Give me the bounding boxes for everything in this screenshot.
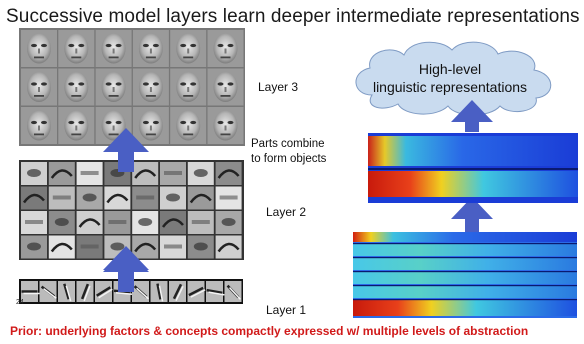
cloud-shape bbox=[355, 41, 552, 116]
cloud-line1: High-level bbox=[418, 61, 482, 77]
cloud-line2: linguistic representations bbox=[372, 79, 528, 95]
layer3-face-grid bbox=[19, 28, 245, 146]
part-tile bbox=[132, 162, 159, 185]
layer2-parts-grid bbox=[19, 160, 244, 260]
up-arrow-icon bbox=[103, 248, 149, 292]
cloud-text: High-level linguistic representations bbox=[360, 60, 540, 96]
part-tile bbox=[48, 162, 75, 185]
part-tile bbox=[187, 186, 214, 210]
part-tile bbox=[160, 211, 186, 234]
up-arrow-icon bbox=[451, 100, 493, 132]
prior-note: Prior: underlying factors & concepts com… bbox=[10, 324, 529, 338]
part-tile bbox=[76, 211, 103, 234]
layer2-label: Layer 2 bbox=[266, 205, 307, 219]
part-tile bbox=[21, 186, 47, 210]
layer1-label: Layer 1 bbox=[266, 303, 307, 317]
part-tile bbox=[215, 162, 242, 185]
part-tile bbox=[48, 235, 75, 259]
up-arrow-icon bbox=[103, 128, 149, 172]
bottom-heatmap bbox=[353, 232, 577, 318]
part-tile bbox=[104, 186, 131, 210]
top-heatmap bbox=[368, 133, 578, 203]
parts-caption-line1: Parts combine bbox=[251, 138, 325, 150]
up-arrow-icon bbox=[451, 197, 493, 232]
part-tile bbox=[215, 235, 242, 259]
slide-title: Successive model layers learn deeper int… bbox=[6, 6, 580, 27]
part-tile bbox=[132, 235, 159, 259]
layer3-label: Layer 3 bbox=[258, 80, 299, 94]
page-number: 24 bbox=[16, 299, 24, 306]
parts-caption-line2: to form objects bbox=[251, 153, 327, 165]
